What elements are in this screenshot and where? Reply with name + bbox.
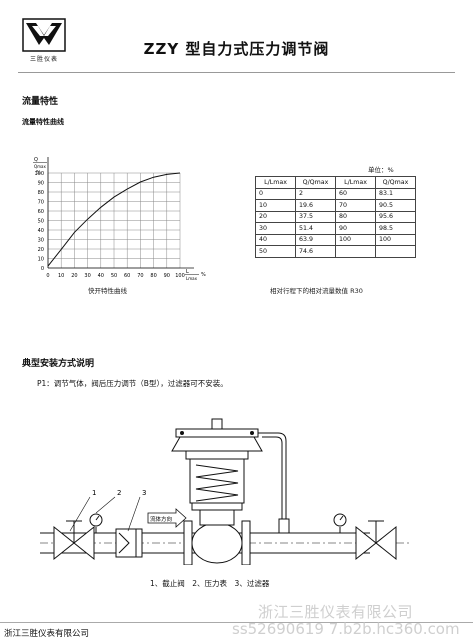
chart-caption: 快开特性曲线 [88, 287, 127, 295]
table-header-cell: L/Lmax [255, 176, 296, 189]
callout-2: 2 [117, 489, 121, 497]
y-axis-label-bottom: Qmax [34, 164, 46, 169]
x-tick-label: 100 [175, 273, 185, 279]
table-cell: 10 [255, 199, 296, 212]
y-tick-label: 20 [38, 247, 44, 253]
x-tick-label: 70 [137, 273, 143, 279]
table-cell: 63.9 [295, 233, 336, 246]
table-cell: 70 [335, 199, 376, 212]
y-tick-label: 0 [41, 266, 44, 272]
table-cell: 0 [255, 187, 296, 200]
pressure-gauge-outlet [333, 513, 347, 533]
callout-lines [69, 496, 141, 532]
table-cell: 80 [335, 210, 376, 223]
logo-text: 三胜仪表 [29, 56, 58, 63]
y-tick-label: 10 [38, 257, 44, 263]
x-axis-label-top: L [186, 269, 189, 275]
callout-1: 1 [92, 489, 96, 497]
table-header-cell: Q/Qmax [295, 176, 336, 189]
table-cell: 20 [255, 210, 296, 223]
y-tick-label: 70 [38, 200, 44, 206]
y-tick-label: 30 [38, 238, 44, 244]
company-logo [22, 18, 66, 52]
table-header-cell: Q/Qmax [375, 176, 416, 189]
pressure-gauge-inlet [89, 513, 103, 533]
table-unit: 单位：% [368, 166, 394, 174]
callout-3: 3 [142, 489, 146, 497]
flow-direction-label: 流体方向 [150, 515, 172, 523]
stop-valve-inlet [53, 520, 95, 561]
y-tick-label: 100 [34, 171, 44, 177]
subsection-title-curve: 流量特性曲线 [22, 118, 64, 126]
table-cell: 40 [255, 233, 296, 246]
impulse-tube [258, 432, 290, 534]
x-axis-label-bottom: Lmax [186, 276, 198, 280]
x-tick-label: 80 [150, 273, 156, 279]
installation-description: P1：调节气体，阀后压力调节（B型），过滤器可不安装。 [37, 379, 228, 388]
table-cell: 90 [335, 222, 376, 235]
flow-characteristic-chart: 0 10 20 30 40 50 60 70 80 90 100 0 10 20 30 40 50 60 70 80 9… [33, 157, 206, 280]
table-cell: 100 [375, 233, 416, 246]
table-cell: 95.6 [375, 210, 416, 223]
watermark-url: ss52690619 7.b2b.hc360.com [232, 620, 460, 638]
section-title-installation: 典型安装方式说明 [22, 359, 95, 369]
flow-direction-arrow: 流体方向 [147, 508, 187, 528]
chart-series-line [47, 172, 181, 267]
table-cell: 50 [255, 245, 296, 258]
table-cell: 30 [255, 222, 296, 235]
x-tick-label: 30 [84, 273, 90, 279]
table-cell: 100 [335, 233, 376, 246]
footer-divider [0, 622, 473, 623]
table-header-cell: L/Lmax [335, 176, 376, 189]
table-cell: 90.5 [375, 199, 416, 212]
section-title-flow: 流量特性 [22, 97, 59, 107]
installation-diagram: 1 2 3 流体方向 [40, 418, 412, 565]
x-tick-label: 40 [98, 273, 104, 279]
stop-valve-outlet [355, 520, 397, 561]
table-cell: 74.6 [295, 245, 336, 258]
y-tick-label: 60 [38, 209, 44, 215]
y-tick-label: 90 [38, 181, 44, 187]
diagram-legend: 1、截止阀 2、压力表 3、过滤器 [150, 579, 270, 588]
x-axis-unit: % [201, 272, 206, 278]
y-tick-label: 40 [38, 228, 44, 234]
regulating-valve [171, 418, 263, 564]
page-title: ZZY 型自力式压力调节阀 [143, 40, 330, 58]
footer-company: 浙江三胜仪表有限公司 [4, 629, 90, 639]
table-cell [335, 245, 376, 258]
y-axis-unit: % [36, 170, 41, 176]
table-cell: 37.5 [295, 210, 336, 223]
table-cell: 51.4 [295, 222, 336, 235]
y-tick-label: 50 [38, 219, 44, 225]
watermark-company: 浙江三胜仪表有限公司 [258, 603, 414, 621]
x-tick-label: 50 [111, 273, 117, 279]
x-tick-label: 0 [46, 273, 49, 279]
table-cell: 98.5 [375, 222, 416, 235]
table-cell [375, 245, 416, 258]
filter [115, 528, 143, 558]
x-tick-label: 60 [124, 273, 130, 279]
x-tick-label: 90 [164, 273, 170, 279]
chart-ticks: 0 10 20 30 40 50 60 70 80 90 100 0 10 20 30 40 50 60 70 80 9… [34, 171, 184, 279]
table-cell: 83.1 [375, 187, 416, 200]
table-cell: 60 [335, 187, 376, 200]
x-tick-label: 10 [58, 273, 64, 279]
chart-grid [47, 157, 194, 269]
y-tick-label: 80 [38, 190, 44, 196]
table-caption: 相对行程下的相对流量数值 R30 [270, 287, 363, 295]
y-axis-label-top: Q [34, 157, 38, 163]
header-divider [18, 72, 455, 73]
table-cell: 19.6 [295, 199, 336, 212]
x-tick-label: 20 [71, 273, 77, 279]
table-cell: 2 [295, 187, 336, 200]
